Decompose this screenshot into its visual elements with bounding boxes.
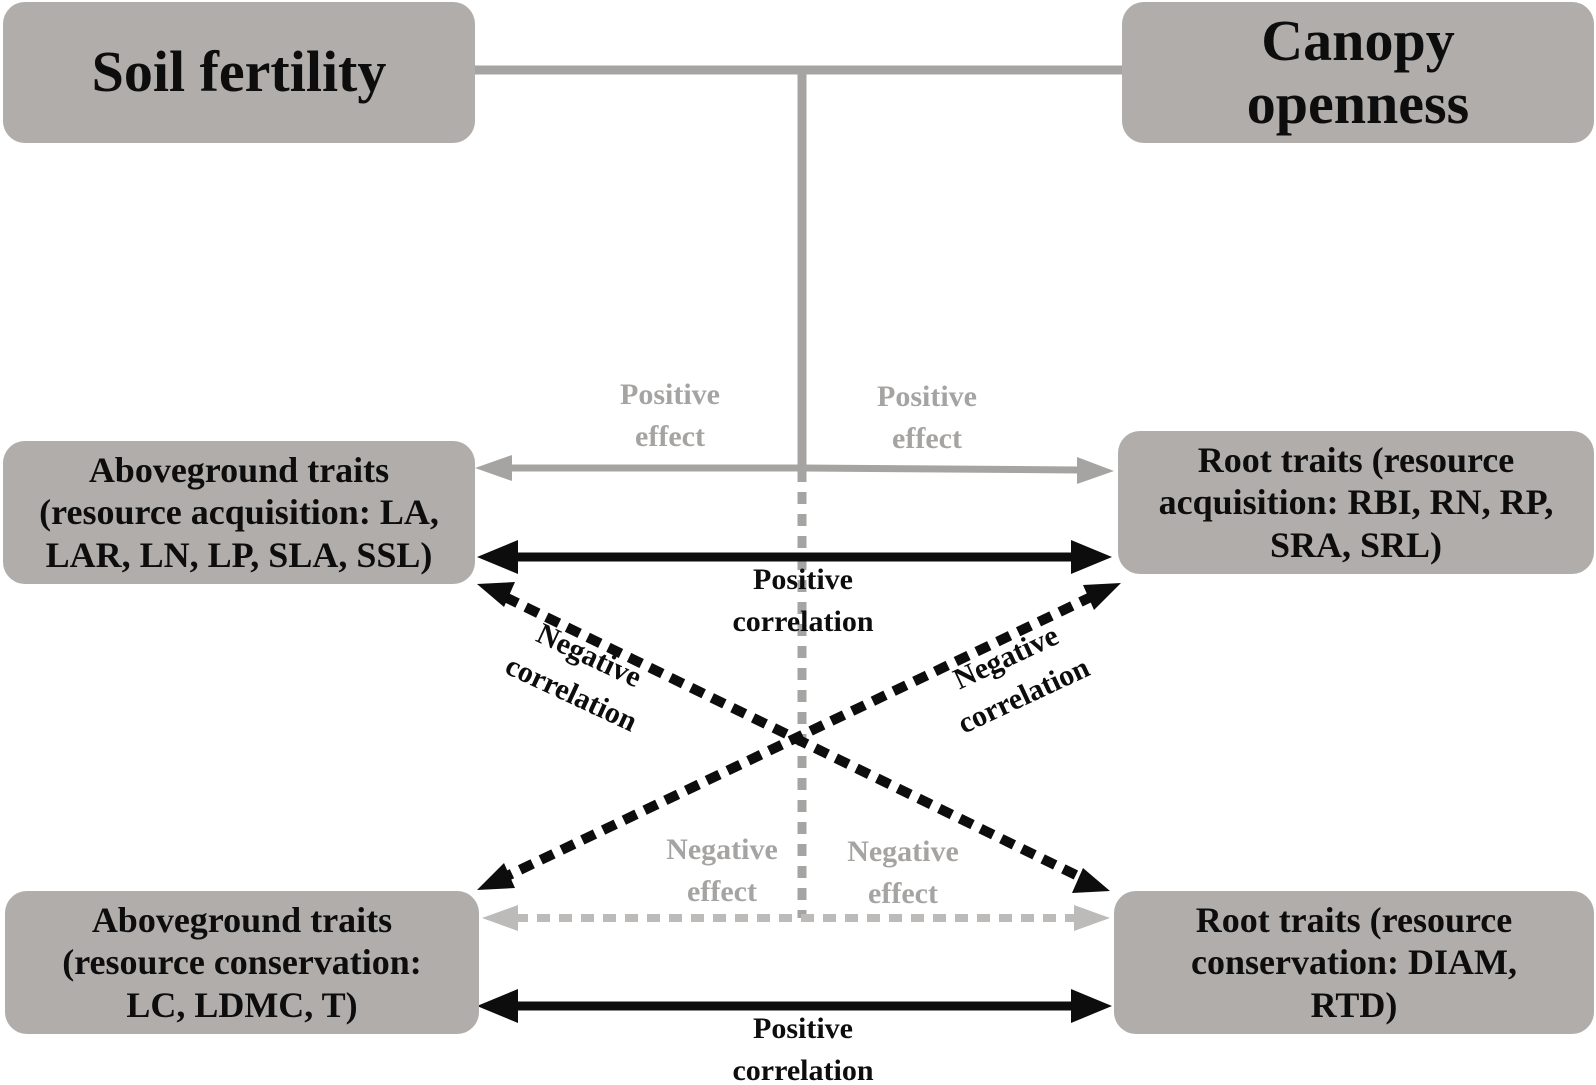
positive-effect-arrow-right (801, 464, 1079, 474)
positive-correlation-arrowhead-top-right (1071, 540, 1112, 574)
negative-correlation-arrowhead-upper-left (477, 582, 515, 607)
positive-effect-arrowhead-right (1077, 457, 1114, 484)
negative-correlation-arrowhead-lower-right (1072, 868, 1110, 893)
positive-correlation-arrowhead-bottom-right (1071, 989, 1112, 1023)
aboveground-acquisition-box: Aboveground traits (resource acquisition… (3, 441, 475, 584)
root-acquisition-text: Root traits (resource acquisition: RBI, … (1158, 440, 1554, 565)
negative-effect-arrowhead-right (1074, 905, 1110, 931)
aboveground-conservation-text: Aboveground traits (resource conservatio… (62, 900, 422, 1025)
soil-fertility-box: Soil fertility (3, 2, 475, 143)
positive-effect-label-right: Positive effect (877, 380, 977, 455)
positive-correlation-label-top: Positive correlation (732, 563, 874, 638)
soil-fertility-text: Soil fertility (91, 39, 387, 105)
negative-effect-label-right: Negative effect (847, 835, 959, 910)
negative-effect-label-left: Negative effect (666, 833, 778, 908)
negative-correlation-diagonal-1 (502, 592, 1085, 883)
root-acquisition-box: Root traits (resource acquisition: RBI, … (1118, 431, 1594, 574)
negative-correlation-arrowhead-upper-right (1083, 583, 1121, 610)
aboveground-acquisition-text: Aboveground traits (resource acquisition… (39, 450, 439, 575)
canopy-openness-box: Canopy openness (1122, 2, 1594, 143)
positive-correlation-label-bottom: Positive correlation (732, 1012, 874, 1085)
root-conservation-box: Root traits (resource conservation: DIAM… (1114, 891, 1594, 1034)
root-conservation-text: Root traits (resource conservation: DIAM… (1191, 900, 1517, 1025)
aboveground-conservation-box: Aboveground traits (resource conservatio… (5, 891, 479, 1034)
negative-correlation-arrowhead-lower-left (477, 863, 515, 890)
positive-correlation-arrowhead-bottom-left (477, 989, 518, 1023)
negative-effect-arrowhead-left (482, 905, 518, 931)
negative-correlation-diagonal-2 (502, 591, 1096, 882)
positive-effect-label-left: Positive effect (620, 378, 720, 453)
positive-correlation-arrowhead-top-left (477, 540, 518, 574)
positive-effect-arrowhead-left (475, 455, 512, 481)
canopy-openness-text: Canopy openness (1246, 8, 1470, 136)
